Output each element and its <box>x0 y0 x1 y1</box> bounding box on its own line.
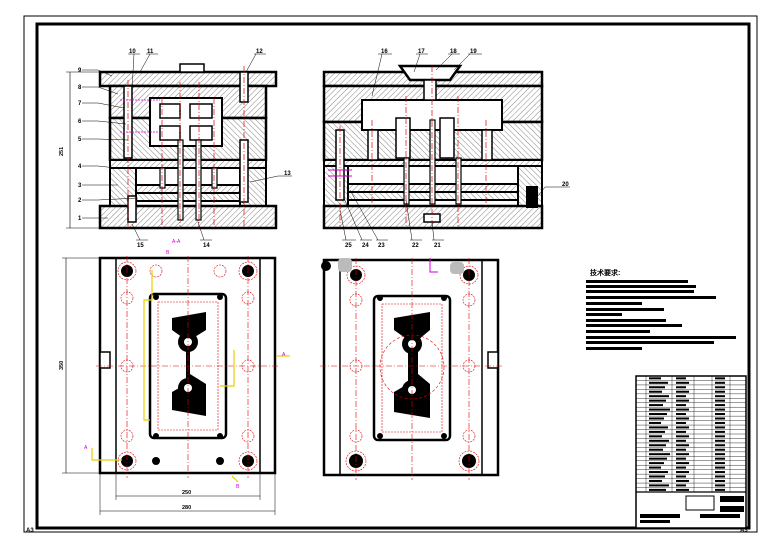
part-label-6: 6 <box>78 119 82 125</box>
part-label-20: 20 <box>562 182 569 188</box>
part-label-9: 9 <box>78 68 82 74</box>
technical-requirements-title: 技术要求: <box>590 268 620 277</box>
part-label-1: 1 <box>78 216 82 222</box>
part-label-24: 24 <box>362 243 369 249</box>
section-mark-b-top: B <box>166 250 170 256</box>
part-label-10: 10 <box>129 49 136 55</box>
section-mark-a-left: A <box>84 445 88 451</box>
part-label-15: 15 <box>137 243 144 249</box>
section-mark-a-right: A <box>282 352 286 358</box>
part-label-12: 12 <box>256 49 263 55</box>
part-label-8: 8 <box>78 85 82 91</box>
part-label-16: 16 <box>381 49 388 55</box>
part-label-21: 21 <box>434 243 441 249</box>
corner-mark-left: A3 <box>26 528 34 534</box>
part-label-3: 3 <box>78 183 82 189</box>
title-block <box>635 375 747 529</box>
side-section-view <box>322 64 544 230</box>
front-section-view: 2 5 1 <box>59 63 278 230</box>
part-label-14: 14 <box>203 243 210 249</box>
part-label-4: 4 <box>78 164 82 170</box>
part-label-18: 18 <box>450 49 457 55</box>
plan-view-fixed-half <box>320 258 502 480</box>
dimension-height-front: 251 <box>59 147 65 156</box>
inner-border <box>35 22 751 530</box>
part-label-22: 22 <box>412 243 419 249</box>
part-label-13: 13 <box>284 171 291 177</box>
technical-requirements: 技术要求: <box>586 268 736 350</box>
part-label-7: 7 <box>78 101 82 107</box>
outer-border <box>23 15 758 533</box>
part-label-25: 25 <box>345 243 352 249</box>
part-labels-front: 1 2 3 4 5 6 7 8 9 10 11 12 13 14 15 A-A <box>78 49 291 249</box>
dimension-height-plan: 350 <box>59 361 65 370</box>
part-labels-side: 16 17 18 19 20 21 22 23 24 25 <box>345 49 569 249</box>
part-label-19: 19 <box>470 49 477 55</box>
plan-view-moving-half: 350 250 280 B A A B <box>59 250 290 515</box>
section-mark-b-bottom: B <box>236 484 240 490</box>
part-label-2: 2 <box>78 198 82 204</box>
part-label-23: 23 <box>378 243 385 249</box>
dimension-width-inner: 250 <box>182 490 191 496</box>
part-label-17: 17 <box>418 49 425 55</box>
part-label-5: 5 <box>78 137 82 143</box>
corner-mark-right: A3 <box>740 528 748 534</box>
section-aa-label: A-A <box>172 239 181 245</box>
part-label-11: 11 <box>147 49 154 55</box>
dimension-width-outer: 280 <box>182 505 191 511</box>
